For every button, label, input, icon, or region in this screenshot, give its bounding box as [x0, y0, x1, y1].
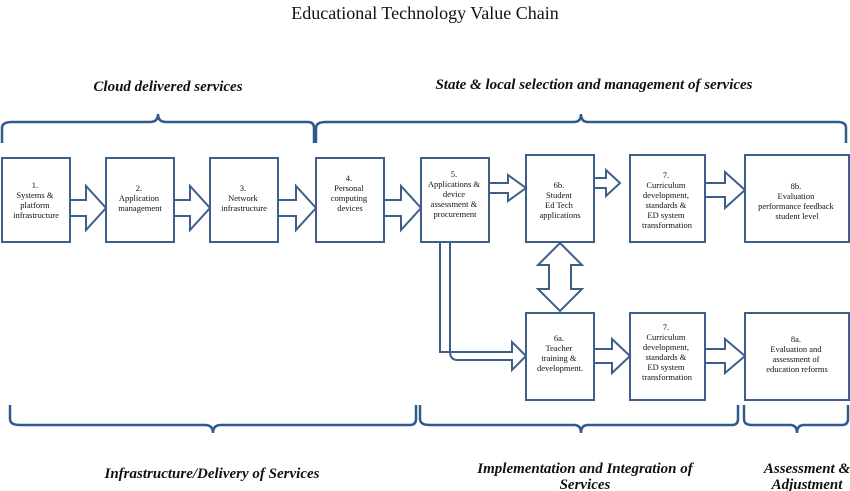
box-6a-teacher-training — [525, 312, 595, 401]
box-6b-text: 6b. Student Ed Tech applications — [539, 180, 580, 220]
brace-implementation — [418, 405, 740, 434]
arrow-5-to-6b — [488, 173, 528, 203]
box-6a-text: 6a. Teacher training & development. — [537, 333, 583, 373]
arrow-1-to-2 — [69, 183, 108, 233]
box-3-text: 3. Network infrastructure — [221, 183, 267, 213]
box-7-curriculum-bottom — [629, 312, 706, 401]
box-8a-text: 8a. Evaluation and assessment of educati… — [766, 334, 828, 374]
section-state-local: State & local selection and management o… — [435, 77, 752, 93]
box-5-text: 5. Applications & device assessment & pr… — [428, 169, 482, 219]
box-8b-evaluation-student — [744, 154, 850, 243]
double-arrow-6b-6a — [535, 241, 585, 313]
box-7-curriculum-top — [629, 154, 706, 243]
box-7-bottom-text: 7. Curriculum development, standards & E… — [642, 322, 693, 382]
section-infrastructure: Infrastructure/Delivery of Services — [104, 466, 320, 482]
brace-state-local — [314, 113, 848, 143]
box-1-systems-platform — [1, 157, 71, 243]
box-8a-evaluation-reforms — [744, 312, 850, 401]
box-8b-text: 8b. Evaluation performance feedback stud… — [758, 181, 836, 221]
arrow-7-to-8a — [704, 336, 747, 376]
arrow-6a-to-7 — [593, 336, 632, 376]
box-2-application-management — [105, 157, 175, 243]
section-assessment-line1: Assessment & — [763, 461, 850, 477]
box-7-top-text: 7. Curriculum development, standards & E… — [642, 170, 693, 230]
box-5-applications-assessment — [420, 157, 490, 243]
section-implementation-line1: Implementation and Integration of — [476, 461, 694, 477]
arrow-7-to-8b — [704, 169, 747, 211]
section-implementation-line2: Services — [560, 477, 611, 491]
box-4-text: 4. Personal computing devices — [331, 173, 369, 213]
arrow-6b-to-7 — [593, 167, 622, 199]
brace-cloud — [0, 113, 316, 143]
arrow-4-to-5 — [383, 183, 423, 233]
brace-infrastructure — [8, 405, 418, 434]
arrow-3-to-4 — [277, 183, 318, 233]
box-2-text: 2. Application management — [118, 183, 162, 213]
section-cloud-delivered: Cloud delivered services — [93, 79, 242, 95]
box-1-text: 1. Systems & platform infrastructure — [13, 180, 59, 220]
section-assessment-line2: Adjustment — [771, 477, 844, 491]
arrow-2-to-3 — [173, 183, 212, 233]
diagram-title: Educational Technology Value Chain — [291, 3, 559, 23]
brace-assessment — [742, 405, 850, 434]
box-6b-student-edtech — [525, 154, 595, 243]
arrow-5-to-6a — [439, 241, 528, 373]
box-3-network-infrastructure — [209, 157, 279, 243]
